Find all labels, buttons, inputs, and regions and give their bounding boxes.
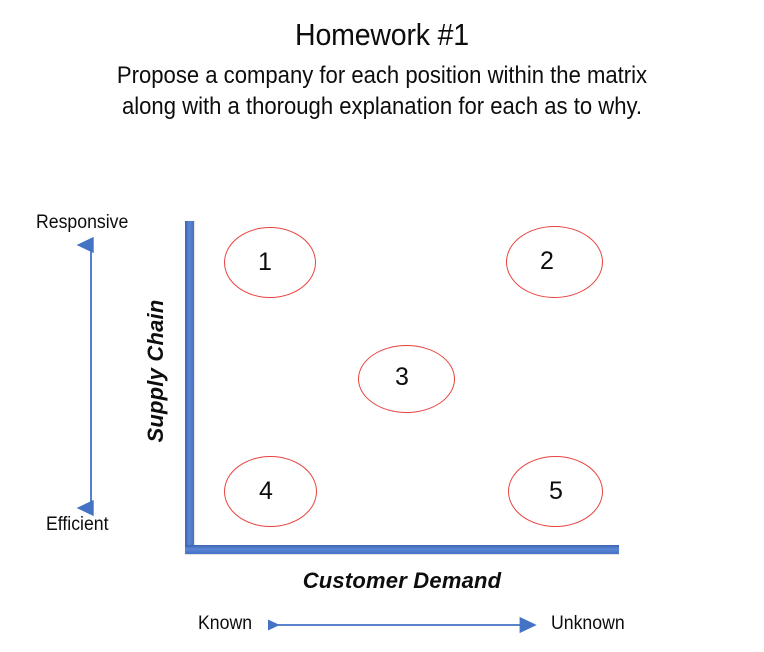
y-axis-high-label: Responsive [36, 212, 129, 233]
position-marker-label: 4 [259, 477, 273, 505]
slide-subtitle: Propose a company for each position with… [0, 60, 764, 122]
y-axis-line [185, 221, 194, 554]
position-marker-2[interactable] [506, 226, 603, 298]
x-axis-title: Customer Demand [302, 568, 502, 593]
x-axis-line [185, 545, 619, 554]
y-axis-low-label: Efficient [46, 514, 109, 535]
x-axis-low-label: Known [198, 613, 253, 634]
subtitle-line-2: along with a thorough explanation for ea… [121, 93, 643, 120]
position-marker-1[interactable] [224, 227, 316, 298]
position-marker-label: 1 [258, 248, 272, 276]
subtitle-line-1: Propose a company for each position with… [116, 62, 648, 89]
page-title: Homework #1 [295, 17, 469, 52]
position-marker-5[interactable] [508, 456, 603, 527]
position-marker-label: 3 [395, 363, 409, 391]
position-marker-label: 2 [540, 247, 554, 275]
position-marker-4[interactable] [224, 456, 317, 527]
x-axis-direction-arrow-icon [268, 616, 537, 634]
position-marker-3[interactable] [358, 345, 455, 413]
position-marker-label: 5 [549, 477, 563, 505]
y-axis-direction-arrow-icon [76, 236, 94, 516]
x-axis-high-label: Unknown [551, 613, 625, 634]
slide-header: Homework #1 Propose a company for each p… [0, 16, 764, 122]
y-axis-title: Supply Chain [143, 299, 168, 443]
